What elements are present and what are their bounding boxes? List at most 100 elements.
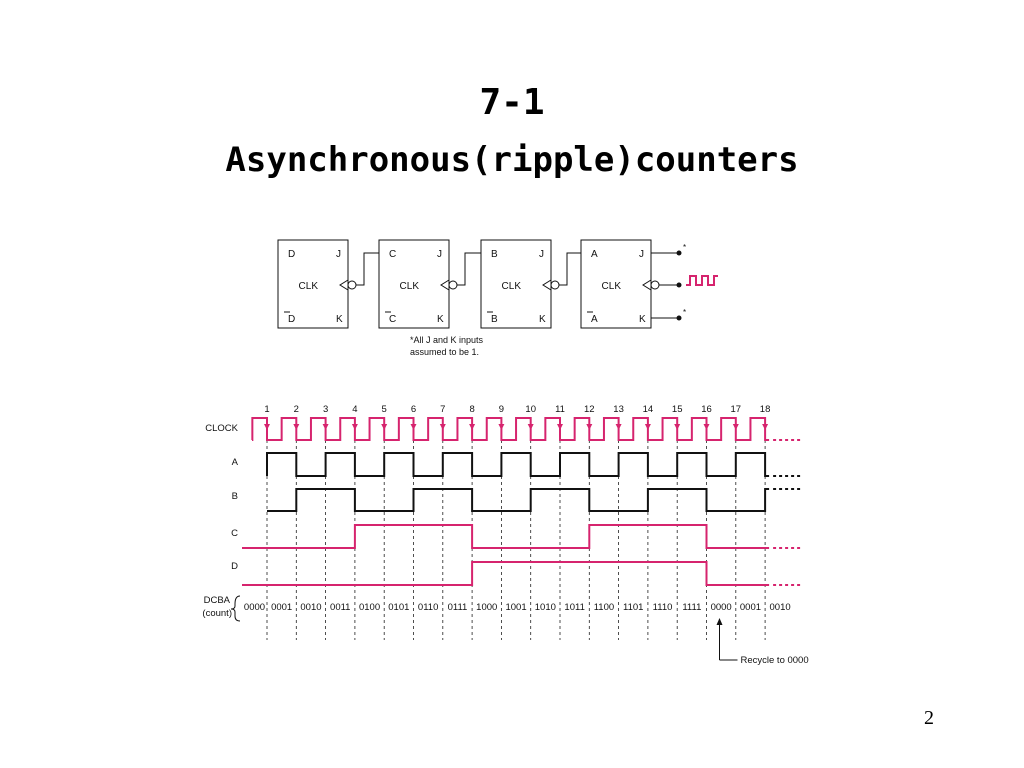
waveform-c [242, 524, 770, 549]
falling-edge-arrow [264, 424, 270, 430]
falling-edge-arrow [469, 424, 476, 430]
pulse-number: 6 [411, 404, 416, 415]
clock-input-terminal [676, 282, 682, 288]
pulse-number: 9 [499, 404, 504, 415]
note-line-1: *All J and K inputs [410, 335, 484, 345]
flip-flop-qbar-label: D [288, 314, 295, 325]
count-value: 1110 [653, 602, 673, 613]
count-value: 1101 [623, 602, 643, 613]
count-brace [230, 595, 241, 622]
recycle-arrow-head [716, 618, 723, 625]
ripple-connection-wire [559, 252, 581, 286]
pulse-number: 5 [382, 404, 387, 415]
count-value: 1001 [505, 602, 526, 613]
ripple-connection-wire [356, 252, 379, 286]
pulse-number: 14 [643, 404, 654, 415]
count-value: 0011 [330, 602, 350, 613]
inversion-bubble [550, 280, 560, 290]
flip-flop-clk-label: CLK [602, 281, 622, 292]
count-value: 0001 [271, 602, 292, 613]
count-value: 1111 [682, 602, 701, 613]
falling-edge-arrow [439, 424, 446, 430]
falling-edge-arrow [381, 424, 388, 430]
slide-title: Asynchronous(ripple)counters [225, 140, 799, 180]
pulse-number: 12 [584, 404, 595, 415]
pulse-number: 1 [264, 404, 269, 415]
flip-flop-qbar-label: A [591, 314, 598, 325]
flip-flop-clk-label: CLK [299, 281, 319, 292]
falling-edge-arrow [322, 424, 329, 430]
falling-edge-arrow [557, 424, 563, 430]
falling-edge-arrow [586, 424, 593, 430]
signal-label-c: C [231, 528, 238, 539]
signal-label-d: D [231, 561, 238, 572]
falling-edge-arrow [674, 424, 681, 430]
flip-flop-clk-label: CLK [400, 281, 420, 292]
clock-triangle [642, 279, 652, 291]
count-value: 0001 [740, 602, 761, 613]
signal-label-b: B [232, 491, 238, 502]
falling-edge-arrow [762, 424, 769, 430]
count-label-line-2: (count) [202, 608, 232, 619]
page-number: 2 [924, 707, 934, 729]
falling-edge-arrow [732, 424, 739, 430]
count-value: 0110 [418, 602, 438, 613]
count-value: 0100 [359, 602, 380, 613]
flip-flop-k-label: K [539, 314, 546, 325]
pulse-number: 10 [525, 404, 536, 415]
flip-flop-j-label: J [639, 249, 644, 260]
asterisk-mark: * [683, 308, 686, 317]
falling-edge-arrow [351, 424, 358, 430]
falling-edge-arrow [703, 424, 710, 430]
waveform-a [266, 452, 770, 477]
pulse-number: 13 [613, 404, 624, 415]
falling-edge-arrow [293, 424, 300, 430]
falling-edge-arrow [644, 424, 651, 430]
flip-flop-j-label: J [539, 249, 544, 260]
falling-edge-arrow [527, 424, 534, 430]
count-value: 0000 [711, 602, 732, 613]
inversion-bubble [448, 280, 458, 290]
pulse-number: 4 [352, 404, 357, 415]
signal-label-a: A [232, 457, 239, 468]
flip-flop-qbar-label: C [389, 314, 396, 325]
clock-pulse-symbol [686, 275, 718, 286]
k-input-terminal [676, 315, 682, 321]
pulse-number: 3 [323, 404, 328, 415]
flip-flop-qbar-label: B [491, 314, 498, 325]
flip-flop-k-label: K [336, 314, 343, 325]
clock-triangle [440, 279, 450, 291]
recycle-label: Recycle to 0000 [741, 655, 809, 666]
count-value: 1000 [476, 602, 497, 613]
flip-flop-k-label: K [437, 314, 444, 325]
flip-flop-k-label: K [639, 314, 646, 325]
count-value: 1100 [594, 602, 614, 613]
j-input-terminal [676, 250, 682, 256]
pulse-number: 2 [294, 404, 299, 415]
clock-triangle [339, 279, 349, 291]
count-value: 0000 [244, 602, 265, 613]
flip-flop-q-label: C [389, 249, 396, 260]
flip-flop-q-label: B [491, 249, 498, 260]
pulse-number: 7 [440, 404, 445, 415]
falling-edge-arrow [615, 424, 622, 430]
ripple-connection-wire [457, 252, 481, 286]
count-value: 0111 [448, 602, 468, 613]
pulse-number: 8 [469, 404, 474, 415]
count-value: 0010 [770, 602, 791, 613]
flip-flop-j-label: J [336, 249, 341, 260]
flip-flop-q-label: A [591, 249, 598, 260]
count-value: 0010 [300, 602, 321, 613]
pulse-number: 16 [701, 404, 712, 415]
pulse-number: 17 [731, 404, 742, 415]
slide-title-number: 7-1 [479, 82, 545, 123]
note-line-2: assumed to be 1. [410, 347, 479, 357]
signal-label-clock: CLOCK [205, 423, 238, 434]
waveform-d [242, 561, 770, 586]
flip-flop-q-label: D [288, 249, 295, 260]
pulse-number: 11 [555, 404, 565, 415]
inversion-bubble [650, 280, 660, 290]
waveform-clock [251, 417, 770, 441]
